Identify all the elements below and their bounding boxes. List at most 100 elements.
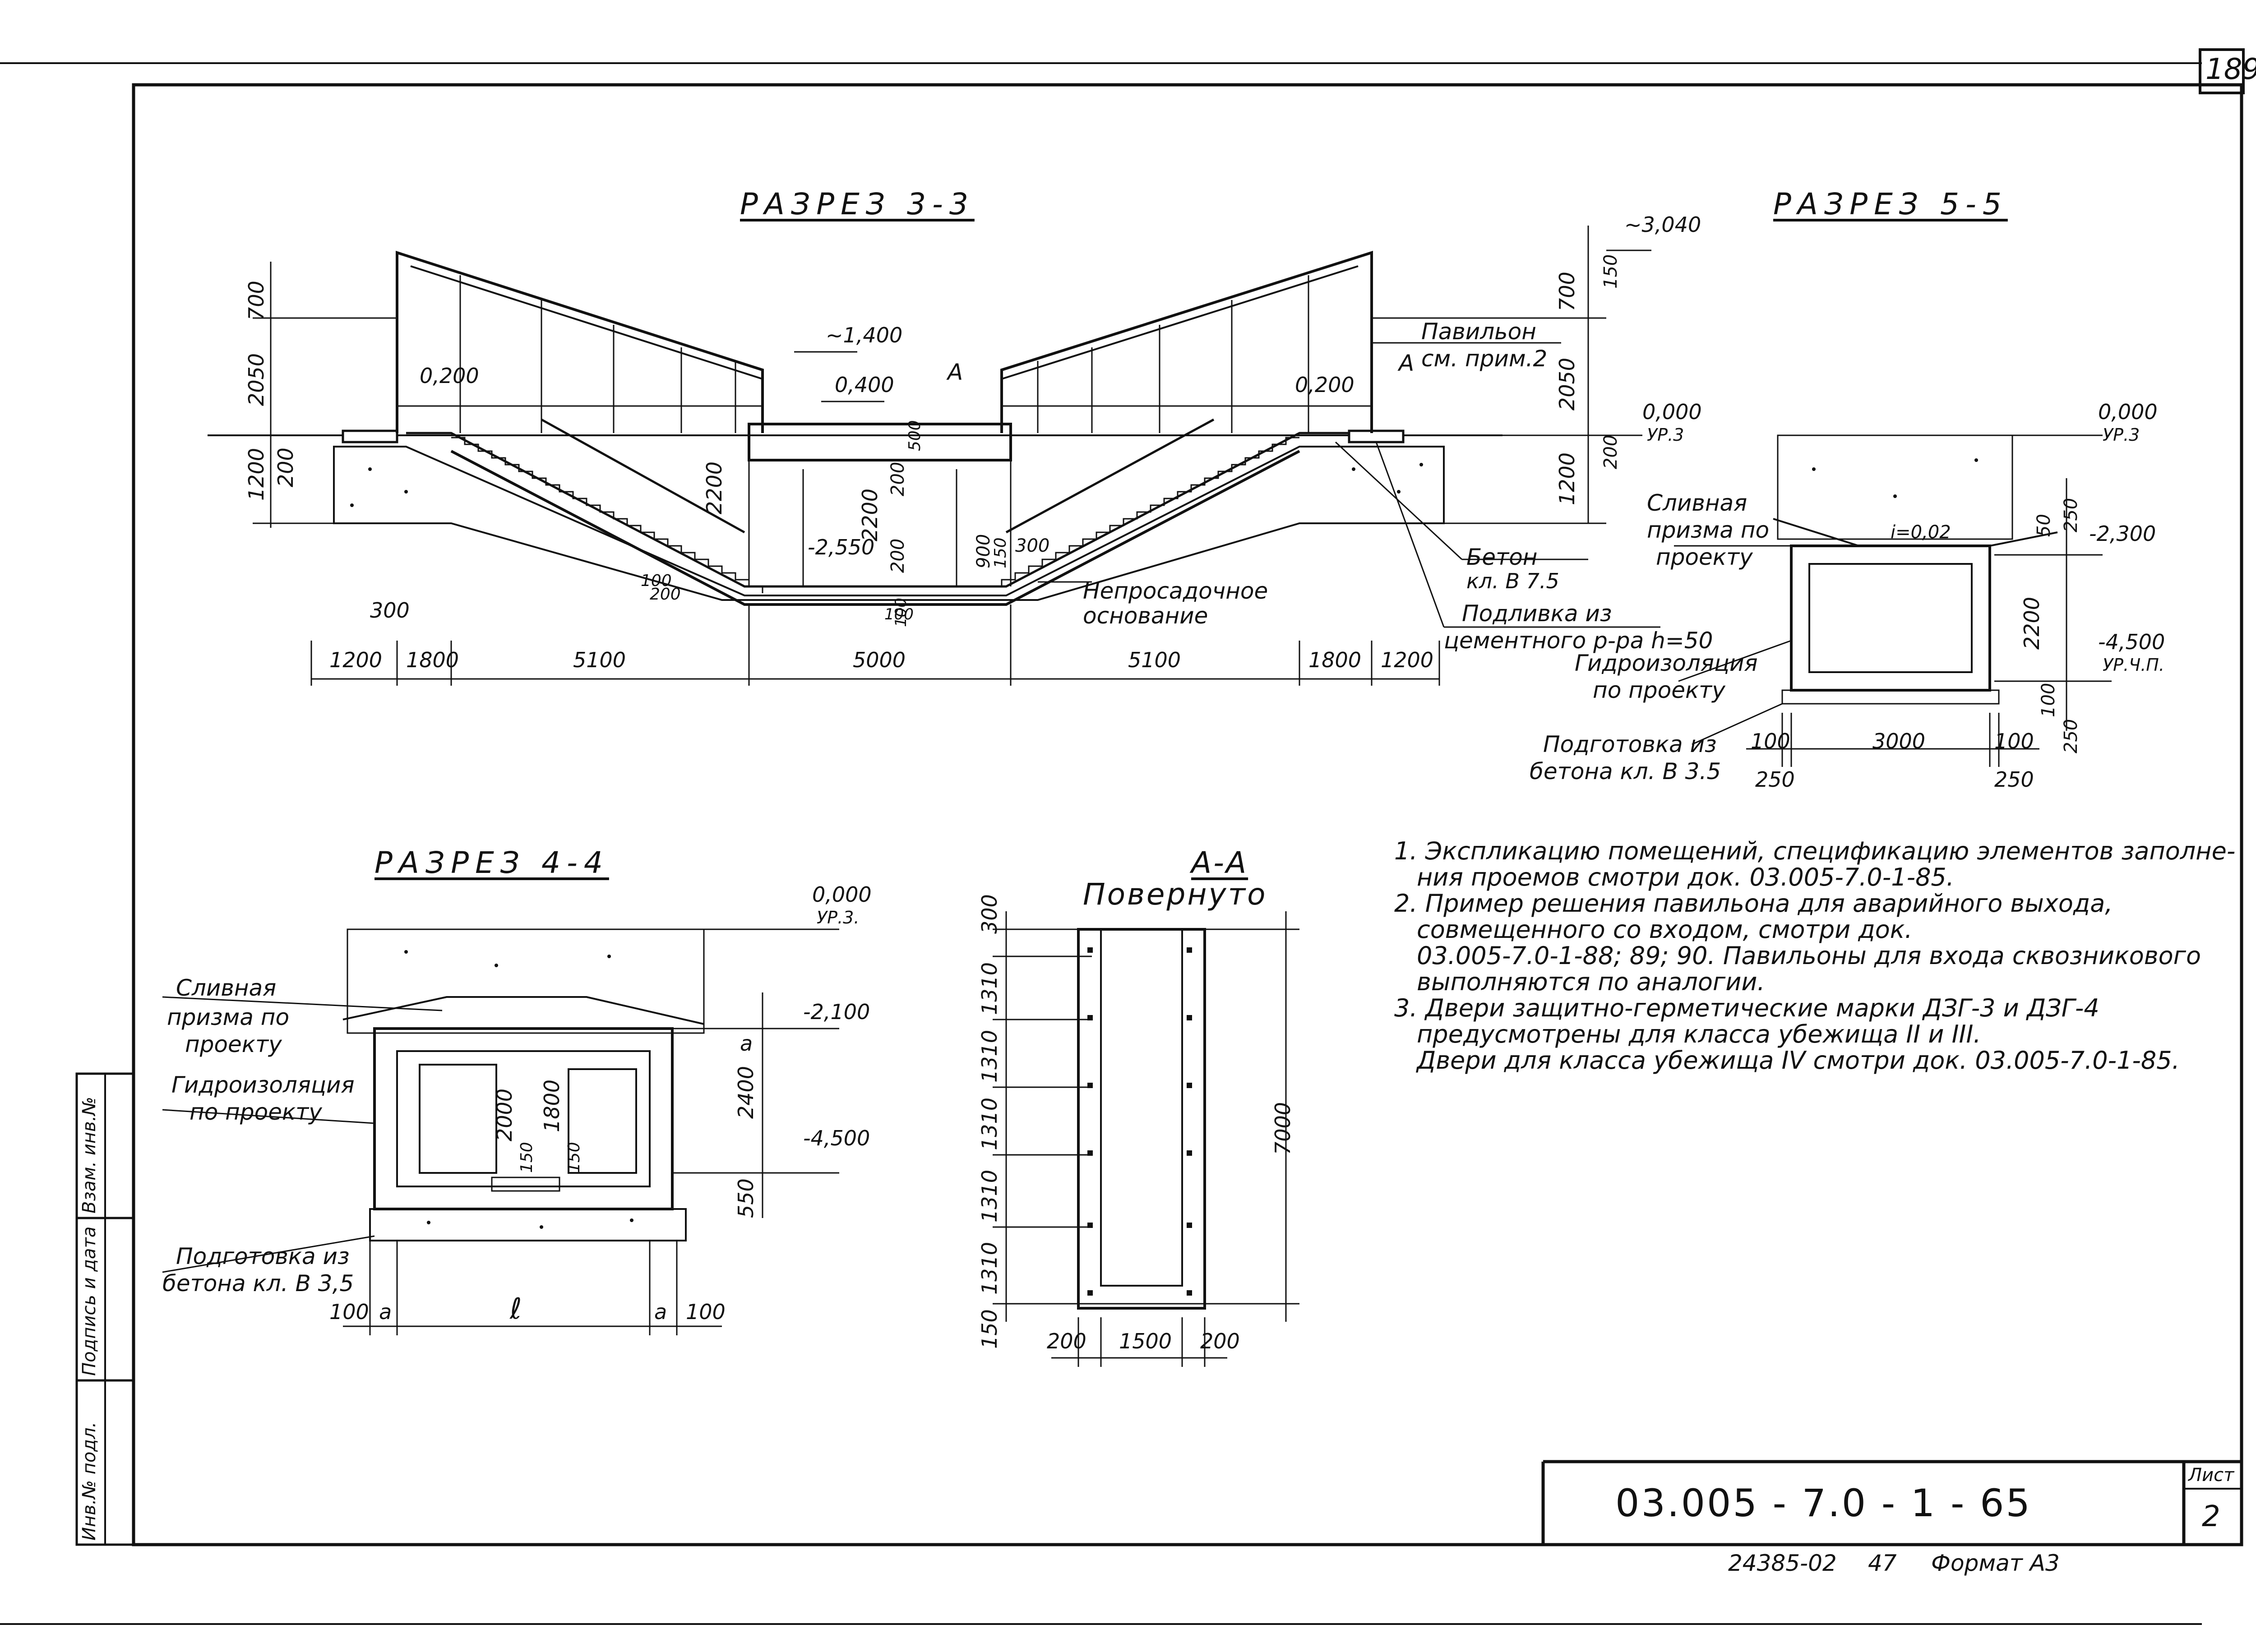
dimension: 150 bbox=[565, 1142, 583, 1173]
level: -2,100 bbox=[803, 1000, 870, 1024]
dimension: 550 bbox=[734, 1178, 758, 1218]
sheet-label: Лист bbox=[2188, 1465, 2234, 1486]
section-a-a-subtitle: Повернуто bbox=[1083, 877, 1267, 912]
dimension: 1800 bbox=[406, 648, 459, 672]
dimension: 5100 bbox=[1128, 648, 1181, 672]
dimension: 200 bbox=[888, 538, 908, 573]
dimension: 1310 bbox=[977, 1097, 1002, 1150]
dimension: 900 bbox=[973, 534, 994, 568]
dimension: 700 bbox=[244, 281, 268, 320]
note-line: 3. Двери защитно-герметические марки ДЗГ… bbox=[1394, 994, 2099, 1022]
prism-label-3: проекту bbox=[185, 1031, 282, 1057]
dimension: 150 bbox=[1600, 254, 1621, 289]
pavilion-ref-label: см. прим.2 bbox=[1421, 346, 1548, 372]
sheet-number: 2 bbox=[2202, 1500, 2220, 1533]
dimension: 200 bbox=[1047, 1329, 1086, 1353]
level: 0,000 bbox=[2098, 400, 2158, 424]
dimension: 2050 bbox=[1555, 357, 1579, 411]
waterproofing-label: Гидроизоляция bbox=[1575, 650, 1758, 676]
level: 0,000 bbox=[1642, 400, 1702, 424]
base-label-2: основание bbox=[1083, 603, 1208, 629]
dimension: 2200 bbox=[858, 488, 882, 541]
dimension: 1310 bbox=[977, 962, 1002, 1015]
dimension: 5000 bbox=[853, 648, 906, 672]
level: УР.3 bbox=[1647, 425, 1684, 445]
level: УР.3. bbox=[817, 908, 860, 928]
level: 0,200 bbox=[420, 364, 479, 388]
dimension: 1500 bbox=[1119, 1329, 1172, 1353]
section-3-3-title: РАЗРЕЗ 3-3 bbox=[740, 187, 975, 221]
dimension: 200 bbox=[1600, 434, 1621, 469]
dimension: 2400 bbox=[734, 1066, 758, 1119]
note-line: Двери для класса убежища IV смотри док. … bbox=[1417, 1046, 2180, 1075]
document-code: 03.005 - 7.0 - 1 - 65 bbox=[1615, 1481, 2032, 1525]
section-a-a-title: А-А bbox=[1191, 845, 1248, 880]
dimension: 100 bbox=[1751, 729, 1790, 753]
level: 0,400 bbox=[835, 373, 894, 397]
dimension: 1200 bbox=[1555, 452, 1579, 505]
dimension: 250 bbox=[2061, 498, 2081, 532]
dimension: 250 bbox=[1994, 767, 2034, 792]
dimension: 1800 bbox=[1308, 648, 1362, 672]
dimension: 100 bbox=[884, 605, 914, 623]
prism-label: Сливная bbox=[1647, 490, 1747, 516]
footer-number: 24385-02 bbox=[1728, 1550, 1837, 1576]
dimension: 100 bbox=[686, 1300, 726, 1324]
grout-label-2: цементного р-ра h=50 bbox=[1444, 628, 1713, 654]
dimension: 150 bbox=[518, 1142, 536, 1173]
waterproofing-label: Гидроизоляция bbox=[171, 1072, 355, 1098]
note-line: ния проемов смотри док. 03.005-7.0-1-85. bbox=[1417, 863, 1954, 891]
note-line: 03.005-7.0-1-88; 89; 90. Павильоны для в… bbox=[1417, 941, 2201, 970]
level: УР.Ч.П. bbox=[2103, 655, 2164, 675]
section-5-5-title: РАЗРЕЗ 5-5 bbox=[1773, 187, 2008, 221]
level: ~3,040 bbox=[1624, 212, 1701, 237]
overall-dimension: 7000 bbox=[1271, 1102, 1295, 1155]
note-line: выполняются по аналогии. bbox=[1417, 968, 1765, 996]
dimension: 150 bbox=[977, 1309, 1002, 1349]
pavilion-label: Павильон bbox=[1421, 318, 1536, 345]
dimension: 3000 bbox=[1872, 729, 1926, 753]
base-label: Непросадочное bbox=[1083, 578, 1268, 604]
dimension: 1200 bbox=[329, 648, 383, 672]
dimension: 200 bbox=[888, 461, 908, 496]
dimension: 2000 bbox=[492, 1088, 517, 1141]
dimension: 1310 bbox=[977, 1241, 1002, 1295]
note-line: совмещенного со входом, смотри док. bbox=[1417, 915, 1913, 944]
dimension: 100 bbox=[1994, 729, 2034, 753]
preparation-label-2: бетона кл. В 3.5 bbox=[1530, 758, 1721, 784]
dimension: 2200 bbox=[2020, 596, 2044, 650]
dimension: 700 bbox=[1555, 272, 1579, 311]
dimension: 150 bbox=[991, 537, 1010, 568]
dimension: ℓ bbox=[510, 1292, 522, 1326]
stamp-podpis-data: Подпись и дата bbox=[79, 1226, 100, 1376]
dimension: a bbox=[379, 1300, 392, 1324]
concrete-label: Бетон bbox=[1466, 544, 1538, 570]
level: -2,300 bbox=[2089, 521, 2156, 546]
section-marker: A bbox=[1399, 350, 1415, 376]
section-marker: A bbox=[948, 359, 963, 385]
dimension: 1800 bbox=[540, 1079, 564, 1132]
dimension: 200 bbox=[650, 585, 681, 604]
section-4-4-title: РАЗРЕЗ 4-4 bbox=[374, 845, 609, 880]
level: 0,000 bbox=[812, 882, 872, 907]
level: 0,200 bbox=[1295, 373, 1355, 397]
level: -4,500 bbox=[2098, 630, 2165, 654]
dimension: a bbox=[740, 1031, 753, 1056]
prism-label-3: проекту bbox=[1656, 544, 1753, 570]
dimension: 1200 bbox=[244, 448, 268, 501]
level: -4,500 bbox=[803, 1126, 870, 1150]
dimension: 250 bbox=[2061, 719, 2081, 753]
dimension: a bbox=[654, 1300, 667, 1324]
concrete-class-label: кл. В 7.5 bbox=[1466, 569, 1559, 593]
dimension: 2050 bbox=[244, 353, 268, 406]
footer-format: Формат А3 bbox=[1931, 1550, 2060, 1576]
note-line: 1. Экспликацию помещений, спецификацию э… bbox=[1394, 837, 2236, 865]
waterproofing-label-2: по проекту bbox=[190, 1099, 322, 1125]
preparation-label-2: бетона кл. В 3,5 bbox=[162, 1270, 354, 1297]
dimension: 2200 bbox=[702, 461, 726, 514]
dimension: 100 bbox=[2038, 683, 2059, 717]
dimension: 1200 bbox=[1381, 648, 1434, 672]
dimension: 1310 bbox=[977, 1029, 1002, 1083]
dimension: 1310 bbox=[977, 1169, 1002, 1223]
